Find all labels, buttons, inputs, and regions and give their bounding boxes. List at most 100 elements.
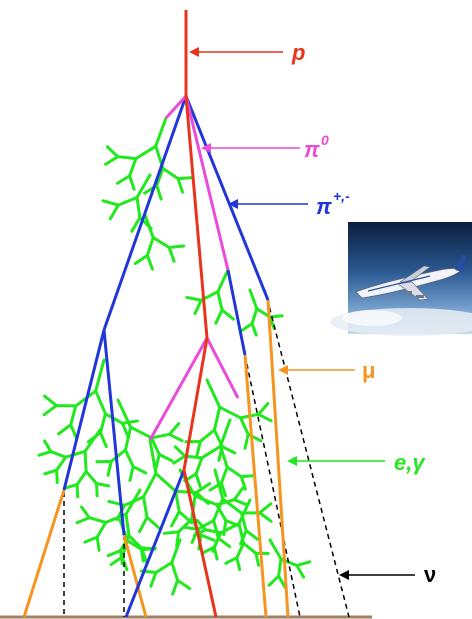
em-cascade-branch	[193, 298, 203, 315]
em-cascade-branch	[225, 465, 243, 479]
em-cascade-branch	[176, 176, 194, 181]
em-cascade-branch	[205, 378, 222, 409]
em-cascade-branch	[224, 556, 239, 565]
em-cascade-branch	[195, 518, 207, 532]
em-label: e,γ	[394, 450, 426, 475]
label-arrows	[189, 47, 415, 580]
em-cascade-branch	[237, 498, 252, 526]
em-cascade-branch	[63, 483, 79, 490]
em-cascade-branch	[149, 570, 158, 588]
muon-tracks	[22, 299, 290, 618]
neutrino-label: ν	[424, 562, 436, 587]
charged-pion-tracks	[62, 95, 270, 618]
em-cascade-branch	[109, 448, 127, 463]
em-cascade-branch	[49, 450, 68, 459]
em-cascade-branch	[84, 470, 99, 485]
em-cascade-branch	[101, 199, 120, 207]
em-cascade-branch	[212, 545, 219, 561]
em-cascade-branch	[218, 418, 232, 448]
muon-track-3	[243, 354, 268, 618]
em-cascade-branch	[148, 438, 158, 475]
em-cascade-branch	[120, 419, 139, 425]
proton-track-group	[182, 10, 218, 618]
em-cascade-branch	[214, 308, 224, 325]
proton-arrowhead	[189, 47, 199, 57]
em-cascade-branch	[104, 155, 120, 166]
em-cascade-branch	[116, 398, 133, 429]
em-cascade-branch	[199, 533, 216, 542]
em-cascade-branch	[232, 498, 249, 507]
muon-arrowhead	[278, 365, 288, 375]
em-cascade-branch	[134, 144, 158, 161]
em-cascade-branch	[83, 428, 102, 453]
em-cascade-branch	[198, 428, 216, 443]
em-cascade-branch	[140, 548, 149, 564]
em-cascade-branch	[123, 425, 133, 452]
neutral-pion-arrowhead	[201, 143, 211, 153]
em-cascade-branch	[176, 578, 192, 591]
em-cascade-branch	[157, 452, 174, 463]
em-cascade-branch	[43, 468, 59, 476]
neutral-pion-label-superscript: 0	[321, 132, 329, 148]
em-cascade-branch	[277, 574, 287, 590]
em-cascade-branch	[167, 244, 186, 249]
em-cascade-branch	[194, 472, 202, 489]
em-cascade-branch	[219, 481, 227, 498]
em-cascade-branch	[94, 358, 106, 393]
muon-track-2	[122, 534, 148, 618]
em-cascade-branch	[126, 539, 144, 552]
em-cascade-branch	[154, 471, 178, 493]
em-cascade-branch	[137, 515, 149, 534]
em-cascade-branch	[80, 505, 91, 520]
em-cascade-branch	[239, 475, 247, 491]
em-cascade-branch	[127, 534, 143, 550]
em-cascade-branch	[268, 315, 276, 330]
em-cascade-branch	[219, 522, 241, 535]
em-cascade-branch	[155, 166, 165, 188]
proton-track-core	[182, 95, 218, 618]
em-cascade-branch	[75, 470, 88, 487]
em-cascade-branch	[194, 456, 204, 476]
em-cascade-branch	[106, 549, 123, 558]
em-cascade-branch	[151, 236, 171, 249]
em-cascade-branch	[248, 288, 259, 311]
em-cascade-branch	[203, 528, 223, 535]
em-cascade-branch	[240, 322, 254, 332]
em-cascade-branch	[258, 502, 273, 515]
em-cascade-branch	[201, 545, 216, 555]
em-cascade-branch	[106, 145, 120, 159]
charged-pion-arrowhead	[228, 199, 238, 209]
em-cascade-branch	[69, 423, 79, 441]
em-cascade-branch	[177, 517, 194, 534]
em-cascade-branch	[244, 529, 260, 541]
em-cascade-branch	[129, 425, 154, 440]
em-cascade-branch	[172, 454, 187, 465]
em-cascade-branch	[161, 166, 180, 181]
em-cascade-branch	[143, 213, 155, 240]
em-cascade-branch	[83, 535, 99, 544]
em-cascade-branch	[213, 468, 225, 501]
em-cascade-branch	[123, 448, 135, 469]
em-cascade-branch	[232, 486, 245, 502]
em-cascade-branch	[167, 422, 181, 436]
em-cascade-branch	[42, 404, 58, 417]
proton-label: p	[291, 40, 305, 65]
em-cascade-branch	[154, 116, 168, 148]
em-cascade-branch	[128, 465, 135, 482]
em-cascade-branch	[135, 173, 152, 200]
neutral-pion-track-top-left	[164, 94, 188, 120]
em-cascade-branch	[268, 538, 283, 561]
muon-track-4	[266, 299, 290, 618]
em-cascade-branch	[193, 494, 219, 507]
em-cascade-branch	[130, 216, 142, 233]
em-cascade-branch	[218, 405, 243, 420]
em-cascade-branch	[116, 155, 138, 161]
em-cascade-branch	[141, 495, 149, 519]
em-cascade-branch	[196, 519, 216, 531]
em-cascade-branch	[145, 236, 155, 257]
em-cascade-branch	[194, 482, 212, 495]
em-cascade-branch	[75, 483, 80, 499]
em-cascade-branch	[235, 541, 246, 560]
em-cascade-branch	[116, 174, 132, 185]
em-cascade-branch	[124, 488, 142, 516]
